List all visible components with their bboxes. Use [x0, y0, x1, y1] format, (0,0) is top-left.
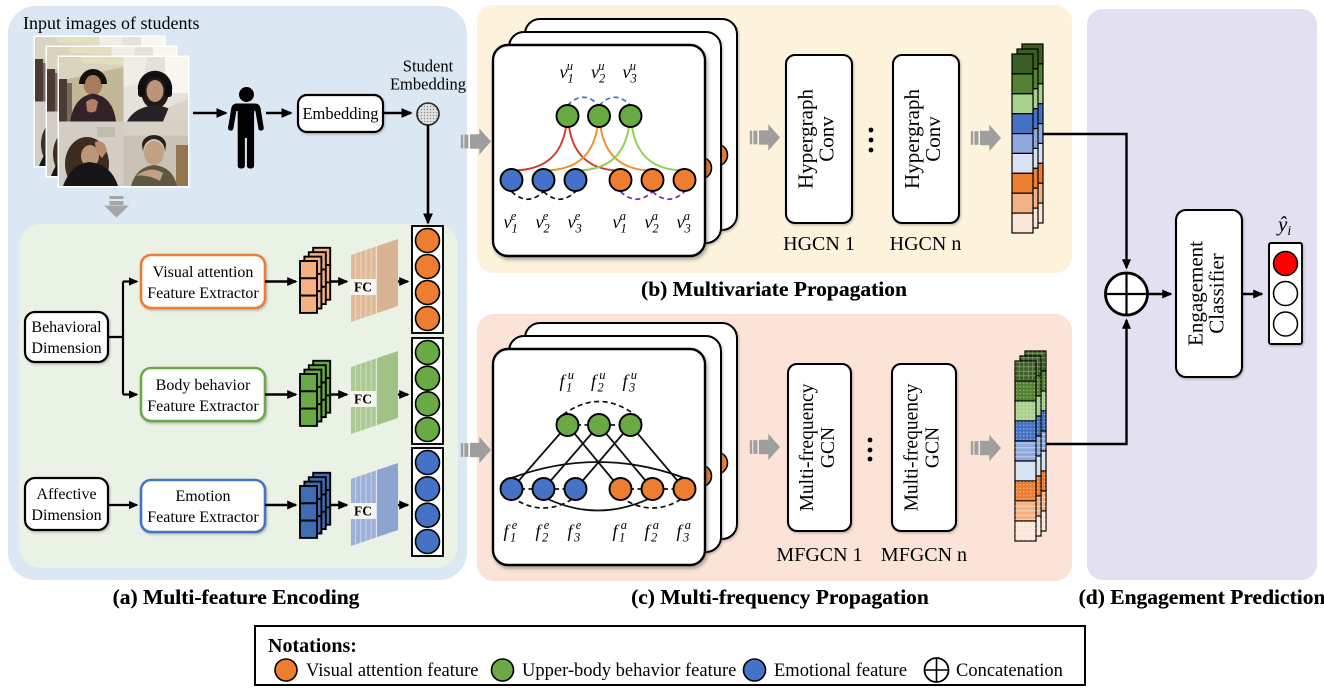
svg-text:Student: Student	[403, 57, 454, 76]
svg-text:Feature Extractor: Feature Extractor	[147, 398, 259, 415]
svg-text:f1u: f1u	[560, 368, 575, 395]
svg-text:Body behavior: Body behavior	[156, 377, 251, 394]
svg-text:v2a: v2a	[645, 209, 659, 236]
svg-text:Behavioral: Behavioral	[31, 319, 102, 336]
svg-text:(b) Multivariate Propagation: (b) Multivariate Propagation	[641, 277, 907, 301]
svg-text:v3e: v3e	[568, 209, 582, 236]
svg-text:Notations:: Notations:	[268, 635, 357, 657]
svg-text:Concatenation: Concatenation	[956, 661, 1063, 681]
svg-text:FC: FC	[354, 504, 372, 519]
svg-text:EngagementClassifier: EngagementClassifier	[1184, 241, 1229, 346]
svg-text:HGCN 1: HGCN 1	[783, 233, 855, 255]
svg-text:Feature Extractor: Feature Extractor	[147, 509, 259, 526]
svg-text:v3a: v3a	[677, 209, 691, 236]
svg-text:f2u: f2u	[591, 368, 606, 395]
svg-text:FC: FC	[354, 280, 372, 295]
svg-text:Emotion: Emotion	[175, 488, 230, 505]
svg-text:(c) Multi-frequency Propagatio: (c) Multi-frequency Propagation	[631, 585, 929, 609]
svg-text:Dimension: Dimension	[31, 507, 101, 524]
svg-text:f3a: f3a	[677, 518, 692, 545]
svg-text:FC: FC	[354, 392, 372, 407]
svg-text:MFGCN 1: MFGCN 1	[776, 544, 862, 566]
svg-text:MFGCN n: MFGCN n	[881, 544, 967, 566]
svg-text:Embedding: Embedding	[302, 104, 378, 123]
svg-text:Visual attention: Visual attention	[153, 264, 254, 281]
svg-text:HypergraphConv: HypergraphConv	[794, 89, 839, 189]
svg-text:v3u: v3u	[623, 59, 637, 86]
svg-text:(b) Multivariate Propagation: (b) Multivariate Propagation	[641, 277, 907, 301]
svg-text:v1e: v1e	[504, 209, 518, 236]
svg-text:f1a: f1a	[613, 518, 628, 545]
svg-text:Visual attention feature: Visual attention feature	[306, 661, 479, 681]
svg-text:f2a: f2a	[645, 518, 660, 545]
svg-text:Multi-frequencyGCN: Multi-frequencyGCN	[797, 383, 839, 511]
svg-text:Dimension: Dimension	[31, 340, 101, 357]
svg-text:Input images of students: Input images of students	[23, 13, 199, 33]
svg-text:Affective: Affective	[36, 486, 96, 503]
svg-text:v1u: v1u	[560, 59, 574, 86]
svg-text:f3u: f3u	[623, 368, 638, 395]
svg-text:Multi-frequencyGCN: Multi-frequencyGCN	[902, 383, 944, 511]
svg-text:f2e: f2e	[536, 518, 550, 545]
svg-text:(d) Engagement Prediction: (d) Engagement Prediction	[1079, 585, 1324, 609]
svg-text:Upper-body behavior feature: Upper-body behavior feature	[522, 661, 736, 681]
svg-text:f1e: f1e	[504, 518, 518, 545]
svg-text:(a) Multi-feature Encoding: (a) Multi-feature Encoding	[113, 585, 360, 609]
svg-text:v1a: v1a	[613, 209, 627, 236]
svg-text:v2u: v2u	[591, 59, 605, 86]
svg-text:(d) Engagement Prediction: (d) Engagement Prediction	[1079, 585, 1324, 609]
svg-text:Emotional feature: Emotional feature	[774, 661, 907, 681]
svg-text:(a) Multi-feature Encoding: (a) Multi-feature Encoding	[113, 585, 360, 609]
svg-text:HypergraphConv: HypergraphConv	[900, 89, 945, 189]
svg-text:v2e: v2e	[536, 209, 550, 236]
svg-text:HGCN n: HGCN n	[890, 233, 962, 255]
svg-text:f3e: f3e	[568, 518, 582, 545]
svg-text:Embedding: Embedding	[390, 75, 466, 94]
svg-text:(c) Multi-frequency Propagatio: (c) Multi-frequency Propagation	[631, 585, 929, 609]
svg-text:Feature Extractor: Feature Extractor	[147, 285, 259, 302]
